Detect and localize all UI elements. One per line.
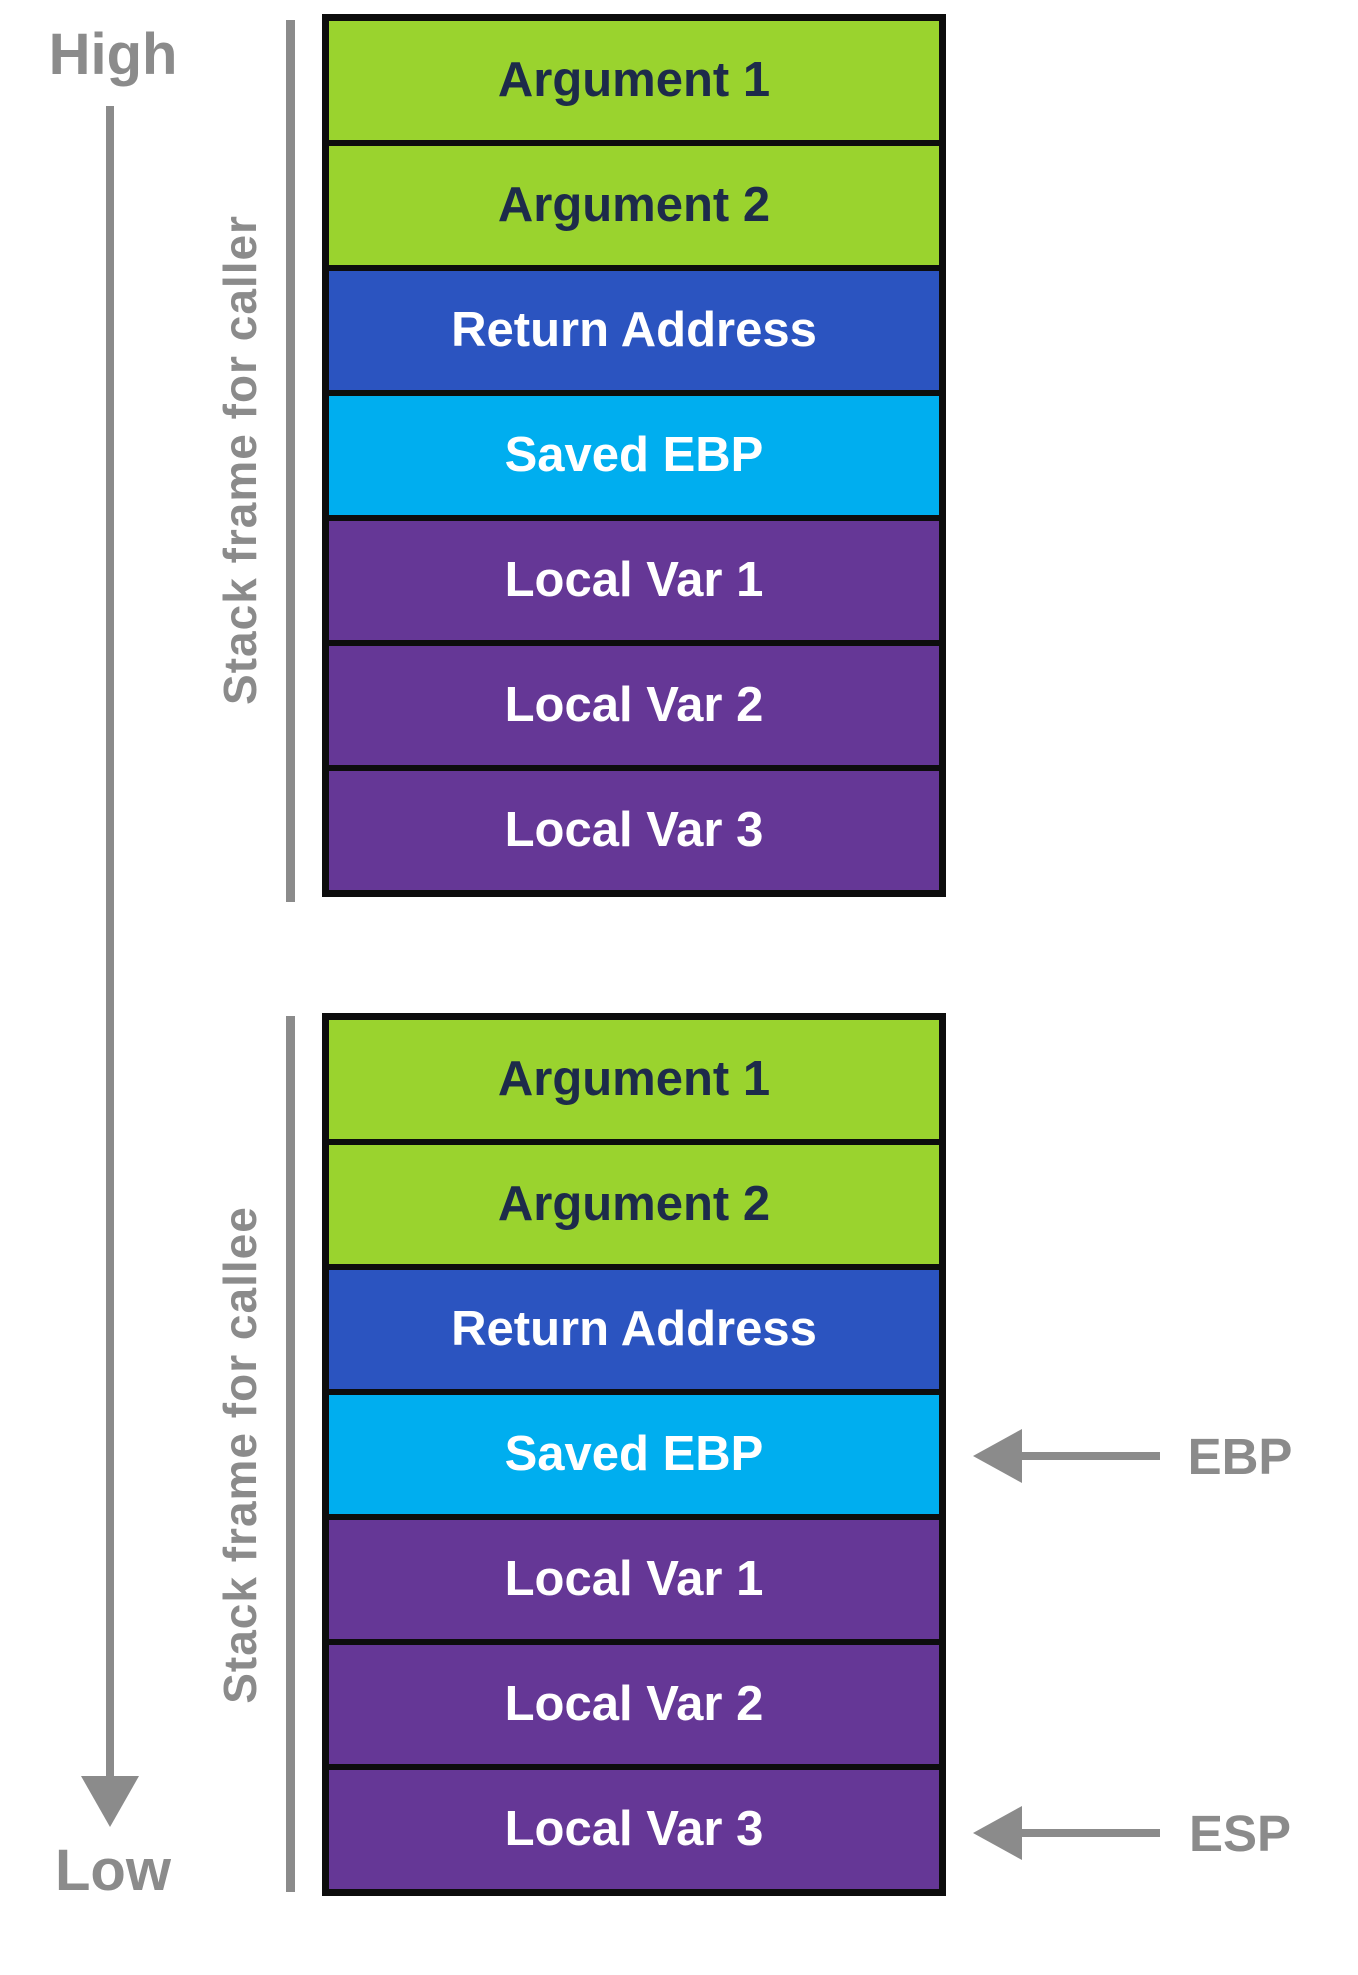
stack-row-return-address: Return Address (329, 271, 939, 390)
stack-row-argument-1: Argument 1 (329, 21, 939, 140)
stack-row-label: Local Var 3 (504, 803, 764, 857)
high-address-label: High (48, 22, 178, 87)
ebp-pointer-arrow-line (1018, 1452, 1160, 1460)
stack-row-saved-ebp: Saved EBP (329, 1395, 939, 1514)
stack-row-local-var-1: Local Var 1 (329, 1520, 939, 1639)
stack-row-label: Return Address (451, 303, 817, 357)
caller-frame-label: Stack frame for caller (214, 215, 266, 705)
esp-pointer-arrow-line (1018, 1829, 1160, 1837)
stack-row-label: Saved EBP (504, 428, 764, 482)
stack-row-label: Local Var 2 (504, 678, 764, 732)
stack-row-saved-ebp: Saved EBP (329, 396, 939, 515)
caller-frame: Argument 1 Argument 2 Return Address Sav… (322, 14, 946, 897)
stack-row-return-address: Return Address (329, 1270, 939, 1389)
stack-row-label: Argument 2 (497, 178, 771, 232)
stack-row-label: Local Var 1 (504, 1552, 764, 1606)
esp-left-arrowhead-icon (973, 1806, 1022, 1860)
down-arrowhead-icon (81, 1776, 139, 1827)
stack-row-label: Saved EBP (504, 1427, 764, 1481)
caller-frame-bracket (286, 20, 295, 902)
stack-row-argument-2: Argument 2 (329, 1145, 939, 1264)
stack-row-local-var-1: Local Var 1 (329, 521, 939, 640)
esp-register-label: ESP (1188, 1805, 1292, 1862)
stack-row-label: Argument 2 (497, 1177, 771, 1231)
stack-row-argument-1: Argument 1 (329, 1020, 939, 1139)
stack-row-local-var-2: Local Var 2 (329, 1645, 939, 1764)
stack-row-label: Argument 1 (497, 53, 771, 107)
callee-frame-label: Stack frame for callee (214, 1206, 266, 1704)
stack-row-local-var-3: Local Var 3 (329, 771, 939, 890)
stack-row-label: Return Address (451, 1302, 817, 1356)
stack-row-local-var-3: Local Var 3 (329, 1770, 939, 1889)
stack-row-label: Local Var 1 (504, 553, 764, 607)
callee-frame: Argument 1 Argument 2 Return Address Sav… (322, 1013, 946, 1896)
stack-row-label: Argument 1 (497, 1052, 771, 1106)
stack-row-label: Local Var 2 (504, 1677, 764, 1731)
ebp-register-label: EBP (1187, 1428, 1293, 1485)
low-address-label: Low (55, 1838, 171, 1903)
memory-direction-arrow-line (106, 106, 114, 1776)
stack-row-argument-2: Argument 2 (329, 146, 939, 265)
ebp-left-arrowhead-icon (973, 1429, 1022, 1483)
callee-frame-bracket (286, 1016, 295, 1892)
stack-row-label: Local Var 3 (504, 1802, 764, 1856)
stack-row-local-var-2: Local Var 2 (329, 646, 939, 765)
